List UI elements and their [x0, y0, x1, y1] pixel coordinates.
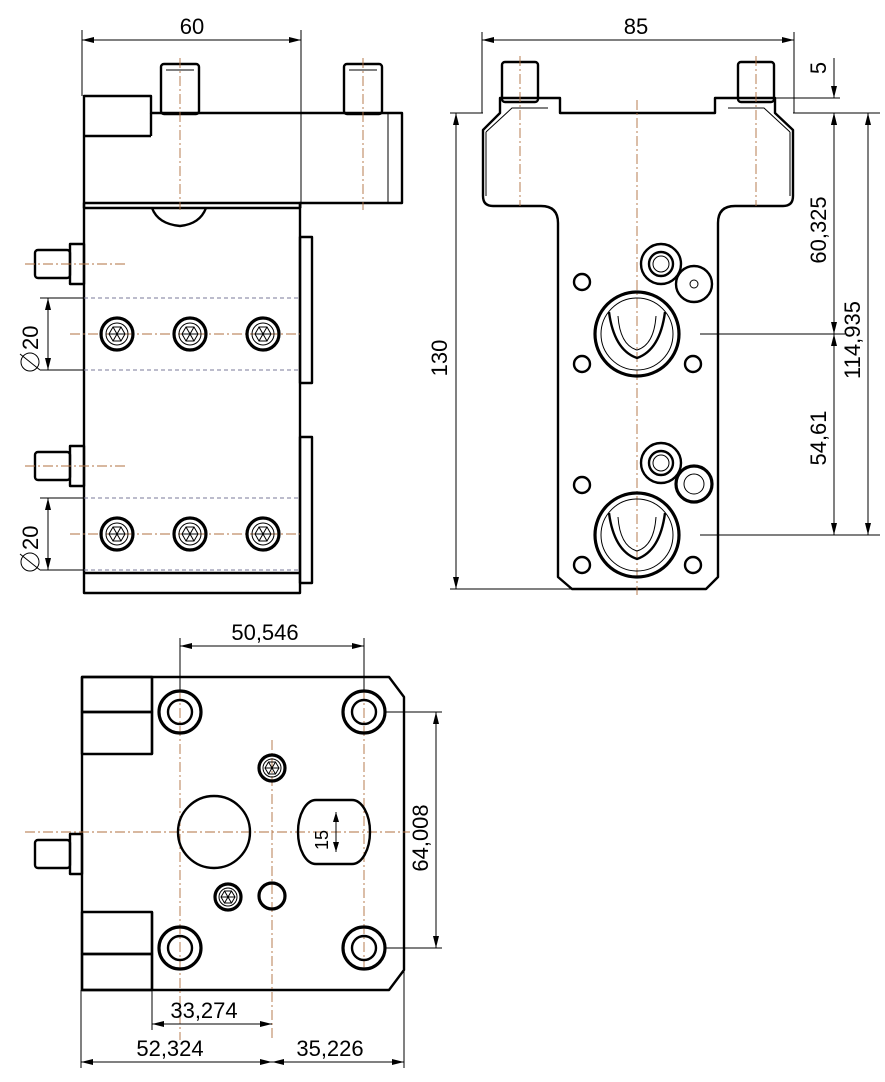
screw-icon: [245, 516, 281, 552]
dim-slot-width: 15: [312, 812, 339, 852]
top-central-bore: [176, 794, 252, 870]
dim-height-total-label: 130: [427, 340, 452, 377]
dim-upper-offset-label: 60,325: [806, 196, 831, 263]
dim-bore-lower: 20: [18, 497, 84, 572]
side-flange: [82, 94, 404, 210]
dim-slot-width-label: 15: [312, 830, 332, 850]
front-hole-bl2: [572, 555, 592, 575]
dim-top-hole-spacing: 50,546: [179, 620, 365, 690]
top-counterbore-tl: [157, 689, 203, 735]
top-body: [80, 675, 406, 992]
screw-icon: [257, 753, 287, 783]
dim-inner-offset-label: 33,274: [170, 998, 237, 1023]
side-crescent: [150, 207, 208, 228]
front-bore-upper: [593, 290, 681, 378]
dim-front-width: 85: [481, 14, 795, 113]
front-hole-tl: [572, 272, 592, 292]
top-slot: [296, 798, 372, 866]
dim-side-width-label: 60: [180, 14, 204, 39]
front-bore-lower: [593, 491, 681, 579]
screw-icon: [172, 316, 208, 352]
dim-side-width: 60: [81, 14, 302, 208]
dim-bore-upper-label: 20: [18, 326, 43, 350]
side-rail-upper: [298, 235, 314, 385]
dim-top-hole-spacing-label: 50,546: [231, 620, 298, 645]
top-pin: [33, 838, 72, 870]
side-body: [82, 201, 302, 595]
dim-height-total: 130: [427, 112, 572, 590]
top-view: 50,546 64,008 15 33,274: [25, 620, 442, 1068]
front-hole-mr: [683, 354, 703, 374]
side-rail-lower: [298, 435, 314, 585]
dim-right-offset-label: 35,226: [296, 1036, 363, 1061]
dim-overall-offset: 114,935: [840, 113, 871, 535]
dim-overall-offset-label: 114,935: [840, 301, 865, 379]
dim-bore-upper: 20: [18, 297, 84, 372]
side-view: 60 20 20: [18, 14, 404, 595]
dim-lower-offset-label: 54,61: [806, 410, 831, 465]
dim-bottom-offsets: 52,324 35,226: [80, 970, 405, 1068]
screw-icon: [172, 516, 208, 552]
screw-icon: [245, 316, 281, 352]
screw-icon: [99, 316, 135, 352]
top-counterbore-bl: [157, 925, 203, 971]
screw-icon: [213, 882, 243, 912]
side-screws: [99, 316, 281, 552]
dim-left-offset-label: 52,324: [136, 1036, 203, 1061]
front-boss-upper: [639, 242, 714, 304]
dim-inner-offset: 33,274: [151, 990, 272, 1030]
front-hole-br: [683, 555, 703, 575]
dim-small-offset-label: 5: [806, 62, 831, 74]
dim-upper-offset: 60,325 54,61: [700, 112, 880, 536]
front-view: 85 5 130: [427, 14, 880, 595]
front-hole-bl1: [572, 475, 592, 495]
front-body: [481, 96, 795, 591]
dim-top-vertical-spacing: 64,008: [385, 711, 442, 949]
screw-icon: [99, 516, 135, 552]
top-small-hole: [257, 881, 287, 911]
front-boss-lower: [639, 441, 714, 504]
dim-front-width-label: 85: [624, 14, 648, 39]
dim-bore-lower-label: 20: [18, 526, 43, 550]
dim-small-offset: 5: [775, 58, 840, 130]
front-hole-ml: [572, 354, 592, 374]
dim-top-vertical-spacing-label: 64,008: [408, 804, 433, 871]
